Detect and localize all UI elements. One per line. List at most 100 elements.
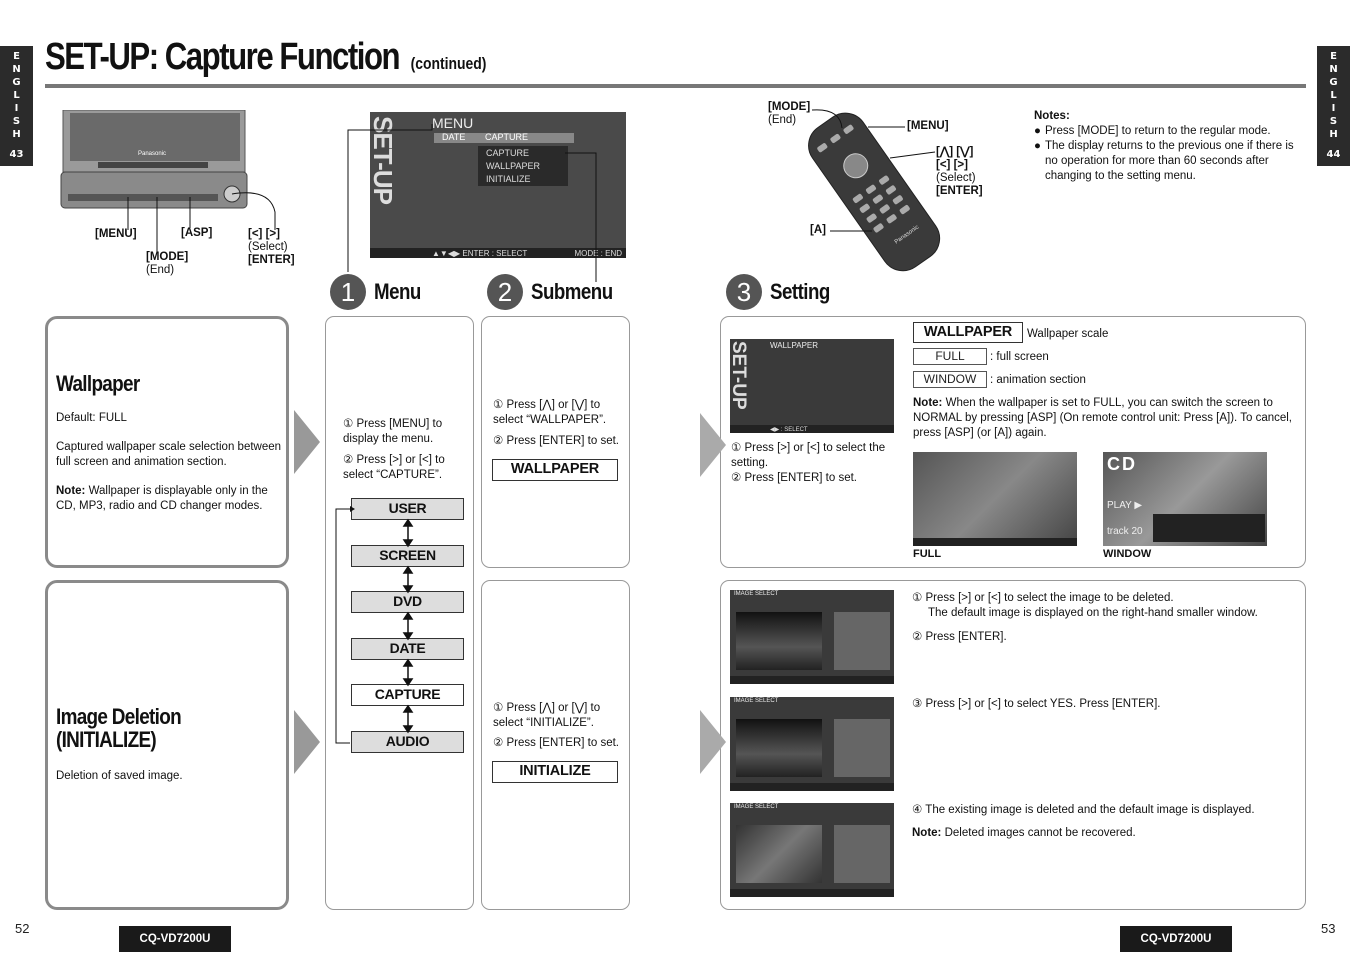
wallpaper-full-image	[913, 452, 1077, 546]
window-track-label: track 20	[1107, 526, 1143, 537]
wallpaper-panel: Wallpaper Default: FULL Captured wallpap…	[45, 316, 289, 568]
arrow-right-icon	[294, 710, 320, 774]
continued-label: (continued)	[410, 54, 487, 73]
menu-screen-tab-date: DATE	[442, 132, 466, 142]
menu-step-2: ② Press [>] or [<] to select “CAPTURE”.	[343, 454, 445, 481]
menu-screen-footer-right: MODE : END	[574, 249, 622, 258]
submenu-wallpaper-step-1: ① Press [⋀] or [⋁] to select “WALLPAPER”…	[493, 399, 607, 426]
image-deletion-panel: Image Deletion(INITIALIZE) Deletion of s…	[45, 580, 289, 910]
setting-wallpaper-note: Note: When the wallpaper is set to FULL,…	[913, 397, 1293, 439]
notes-item: ●The display returns to the previous one…	[1034, 140, 1294, 182]
wallpaper-title: Wallpaper	[56, 371, 140, 396]
step-number: 2	[487, 274, 523, 310]
submenu-initialize-step-1: ① Press [⋀] or [⋁] to select “INITIALIZE…	[493, 702, 601, 729]
setting-initialize-step-2: ② Press [ENTER].	[912, 631, 1007, 643]
image-select-title: IMAGE SELECT	[734, 591, 779, 597]
unit-label-menu: [MENU]	[95, 228, 137, 240]
remote-label-menu: [MENU]	[907, 120, 949, 132]
remote-label-a: [A]	[810, 224, 826, 236]
image-deletion-desc: Deletion of saved image.	[56, 770, 183, 782]
image-select-title: IMAGE SELECT	[734, 698, 779, 704]
image-select-title: IMAGE SELECT	[734, 804, 779, 810]
wallpaper-window-image: CD PLAY ▶ track 20	[1103, 452, 1267, 546]
step-label: Menu	[374, 279, 421, 304]
step-label: Setting	[770, 279, 830, 304]
menu-screen-side: SET-UP	[370, 116, 398, 204]
setting-wallpaper-step-1: ① Press [>] or [<] to select the setting…	[731, 442, 886, 469]
setting-initialize-note: Note: Deleted images cannot be recovered…	[912, 827, 1136, 839]
remote-callout-lines	[811, 109, 936, 232]
step-number: 3	[726, 274, 762, 310]
page-title-text: SET-UP: Capture Function	[45, 36, 401, 78]
menu-screen-footer-left: ▲▼◀▶ ENTER : SELECT	[432, 249, 528, 258]
menu-item-user[interactable]: USER	[351, 498, 464, 520]
image-deletion-title: Image Deletion(INITIALIZE)	[56, 704, 182, 752]
option-window-desc: : animation section	[990, 374, 1086, 386]
step-heading-setting: 3 Setting	[726, 274, 840, 310]
step-heading-submenu: 2 Submenu	[487, 274, 627, 310]
wallpaper-setting-screen: SET-UP WALLPAPER ◀▶ : SELECT	[730, 339, 894, 433]
setting-wallpaper-box-desc: Wallpaper scale	[1027, 328, 1109, 340]
submenu-initialize-step-2: ② Press [ENTER] to set.	[493, 737, 619, 749]
submenu-initialize-box: INITIALIZE	[492, 761, 618, 783]
window-play-label: PLAY ▶	[1107, 500, 1143, 511]
option-window[interactable]: WINDOW	[913, 371, 987, 388]
step-label: Submenu	[531, 279, 613, 304]
setting-initialize-step-1: ① Press [>] or [<] to select the image t…	[912, 592, 1258, 619]
menu-screen-callout-lines	[347, 124, 597, 282]
option-full-desc: : full screen	[990, 351, 1049, 363]
remote-control-icon	[808, 112, 941, 272]
arrow-right-icon	[700, 710, 726, 774]
setting-initialize-step-3: ③ Press [>] or [<] to select YES. Press …	[912, 698, 1161, 710]
setting-initialize-step-4: ④ The existing image is deleted and the …	[912, 804, 1255, 816]
menu-step-1: ① Press [MENU] to display the menu.	[343, 418, 443, 445]
notes-item: ●Press [MODE] to return to the regular m…	[1034, 125, 1271, 137]
menu-item-date[interactable]: DATE	[351, 638, 464, 660]
unit-callout-lines	[127, 192, 276, 252]
wallpaper-text: Default: FULL Captured wallpaper scale s…	[56, 411, 284, 514]
wallpaper-window-caption: WINDOW	[1103, 548, 1152, 560]
arrow-right-icon	[700, 413, 726, 477]
model-badge-right: CQ-VD7200U	[1120, 926, 1232, 952]
unit-label-asp: [ASP]	[181, 227, 213, 239]
wallpaper-screen-title: WALLPAPER	[770, 341, 819, 350]
image-select-screen-3: IMAGE SELECT	[730, 803, 894, 897]
option-full[interactable]: FULL	[913, 348, 987, 365]
image-select-screen-1: IMAGE SELECT	[730, 590, 894, 684]
window-cd-label: CD	[1107, 454, 1137, 474]
wallpaper-screen-side: SET-UP	[730, 341, 749, 410]
submenu-wallpaper-panel	[481, 316, 630, 568]
menu-item-screen[interactable]: SCREEN	[351, 545, 464, 567]
arrow-right-icon	[294, 410, 320, 474]
head-unit-illustration: Panasonic	[58, 109, 248, 210]
menu-column-panel	[325, 316, 474, 910]
page-number-left: 52	[15, 921, 30, 936]
unit-label-mode: [MODE](End)	[146, 251, 189, 276]
notes: Notes: ●Press [MODE] to return to the re…	[1034, 109, 1306, 184]
page-number-right: 53	[1321, 921, 1336, 936]
setting-wallpaper-step-2: ② Press [ENTER] to set.	[731, 472, 857, 484]
menu-cycle-arrows	[335, 506, 414, 744]
wallpaper-screen-footer: ◀▶ : SELECT	[770, 427, 808, 433]
page-title: SET-UP: Capture Function (continued)	[45, 36, 486, 79]
unit-label-select: [<] [>](Select)[ENTER]	[248, 228, 295, 266]
step-number: 1	[330, 274, 366, 310]
submenu-wallpaper-box: WALLPAPER	[492, 459, 618, 481]
unit-brand: Panasonic	[138, 151, 167, 157]
submenu-initialize-panel	[481, 580, 630, 910]
menu-screen-tab-capture: CAPTURE	[485, 132, 529, 142]
tab-page-number: 44	[1326, 149, 1341, 160]
menu-screen-title: MENU	[432, 115, 474, 131]
notes-title: Notes:	[1034, 110, 1070, 122]
head-unit-icon	[60, 109, 248, 209]
remote-label-select: [⋀] [⋁][<] [>](Select)[ENTER]	[936, 146, 983, 197]
setting-wallpaper-box: WALLPAPER	[913, 322, 1023, 343]
tab-page-number: 43	[9, 149, 24, 160]
step-heading-menu: 1 Menu	[330, 274, 429, 310]
